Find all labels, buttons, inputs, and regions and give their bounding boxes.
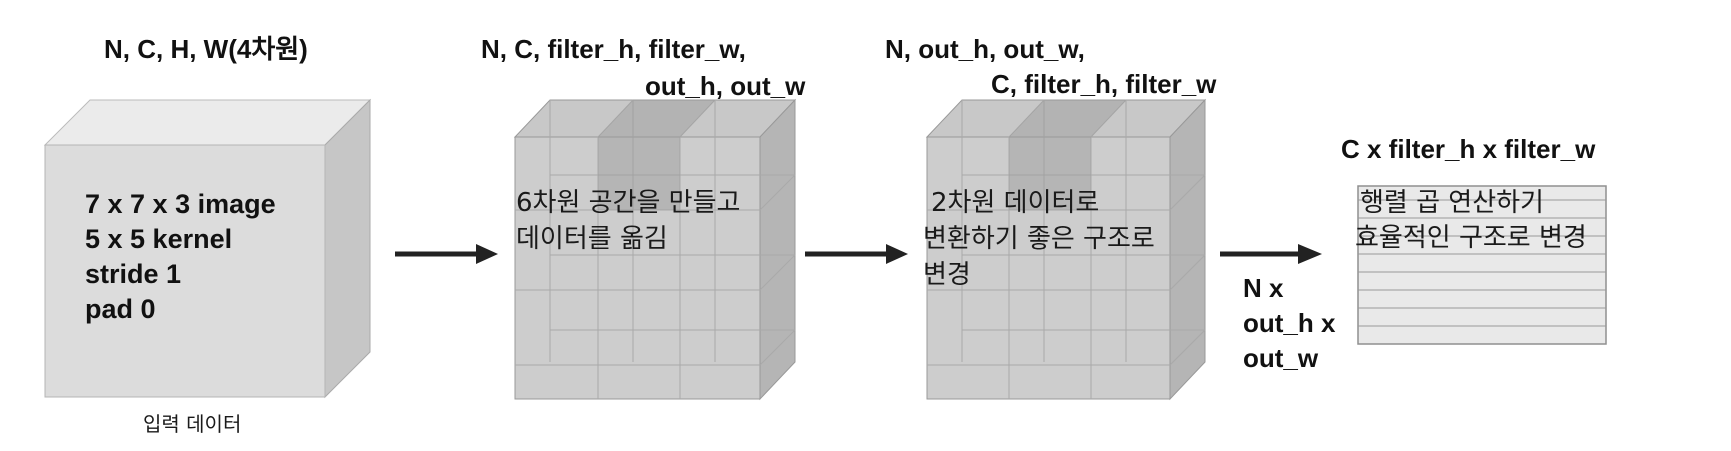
six-dim-header: N, C, filter_h, filter_w, xyxy=(481,34,746,64)
transposed-highlight-top xyxy=(1009,100,1126,137)
six-dim-highlight-top xyxy=(598,100,715,137)
matrix-body-line: 효율적인 구조로 변경 xyxy=(1355,223,1587,253)
matrix-side-label: out_h x xyxy=(1243,308,1336,338)
input-header: N, C, H, W(4차원) xyxy=(104,34,308,64)
six-dim-body-line: 6차원 공간을 만들고 xyxy=(516,188,740,218)
input-cube-front xyxy=(44,144,326,398)
transposed-highlight-cell xyxy=(1009,137,1091,210)
transposed-body-line: 2차원 데이터로 xyxy=(931,188,1099,218)
input-body-line: 5 x 5 kernel xyxy=(85,224,232,254)
six-dim-grid-lines xyxy=(515,99,796,399)
input-cube-side xyxy=(324,98,371,399)
transposed-cube xyxy=(925,98,1207,401)
matrix-side-label: out_w xyxy=(1243,343,1319,373)
input-body-line: pad 0 xyxy=(85,294,156,324)
matrix-side-label: N x xyxy=(1243,273,1284,303)
arrow-right-icon xyxy=(395,244,498,264)
transposed-cube-front xyxy=(926,136,1171,400)
matrix-body-line: 행렬 곱 연산하기 xyxy=(1360,188,1544,218)
transposed-body-line: 변경 xyxy=(923,260,971,290)
matrix-row-lines xyxy=(1358,199,1606,327)
matrix-sheet-rect xyxy=(1357,185,1607,345)
input-caption: 입력 데이터 xyxy=(143,412,241,436)
six-dim-cube-front xyxy=(514,136,761,400)
input-cube-top xyxy=(43,99,372,146)
transposed-grid-lines xyxy=(927,99,1206,399)
matrix-sheet xyxy=(1357,185,1607,345)
six-dim-highlight-cell xyxy=(598,137,680,210)
six-dim-cube xyxy=(513,98,797,401)
input-body-line: 7 x 7 x 3 image xyxy=(85,189,276,219)
matrix-header: C x filter_h x filter_w xyxy=(1341,134,1596,164)
arrow-right-icon xyxy=(1220,244,1322,264)
six-dim-cube-side xyxy=(759,98,796,401)
arrow-right-icon xyxy=(805,244,908,264)
input-cube xyxy=(43,98,372,399)
input-body-line: stride 1 xyxy=(85,259,181,289)
transposed-header: C, filter_h, filter_w xyxy=(991,69,1217,99)
six-dim-header: out_h, out_w xyxy=(645,71,806,101)
six-dim-body-line: 데이터를 옮김 xyxy=(516,224,668,254)
transposed-body-line: 변환하기 좋은 구조로 xyxy=(923,224,1155,254)
transposed-cube-side xyxy=(1169,98,1206,401)
transposed-header: N, out_h, out_w, xyxy=(885,34,1085,64)
